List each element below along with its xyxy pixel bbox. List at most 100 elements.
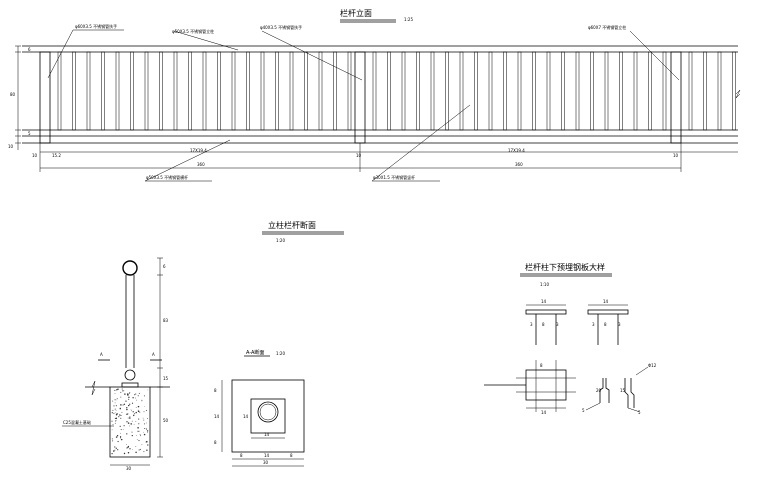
anchor-leader xyxy=(635,366,649,376)
concrete-speck xyxy=(137,409,139,411)
concrete-speck xyxy=(136,435,137,437)
concrete-speck xyxy=(131,434,133,437)
baluster xyxy=(445,51,449,131)
concrete-speck xyxy=(120,438,123,441)
concrete-speck xyxy=(126,421,128,423)
baluster xyxy=(703,51,707,131)
plate-plan xyxy=(525,369,567,401)
concrete-speck xyxy=(120,417,122,419)
aa-left-dim: 8 xyxy=(214,388,217,393)
bent-anchor-left xyxy=(599,378,610,403)
concrete-speck xyxy=(135,411,137,414)
break-symbol xyxy=(91,380,96,396)
concrete-speck xyxy=(143,411,145,413)
plate-scale: 1:10 xyxy=(540,282,549,287)
dim-row1-label: 10 xyxy=(356,153,362,158)
concrete-speck xyxy=(129,448,131,450)
concrete-speck xyxy=(111,438,113,440)
concrete-speck xyxy=(114,408,116,410)
concrete-speck xyxy=(134,413,136,414)
right-dim-label: 15 xyxy=(163,376,169,381)
concrete-speck xyxy=(135,407,137,408)
concrete-speck xyxy=(120,404,122,406)
concrete-speck xyxy=(130,409,132,411)
baluster xyxy=(173,51,178,131)
aa-section: A-A断面 1:20 8 14 8 14 14 8 14 8 30 xyxy=(214,349,305,467)
dim-row2-label: 360 xyxy=(197,162,205,167)
baluster xyxy=(57,51,62,131)
concrete-speck xyxy=(126,447,128,449)
dim-row1-label: 10 xyxy=(32,153,38,158)
s-leader xyxy=(585,402,601,411)
concrete-speck xyxy=(129,425,131,427)
concrete-speck xyxy=(111,429,113,431)
concrete-speck xyxy=(119,436,122,438)
concrete-speck xyxy=(123,452,126,455)
concrete-speck xyxy=(114,402,116,404)
callout-bottom-right: φ30X1.5 不锈钢管竖杆 xyxy=(373,174,415,180)
concrete-speck xyxy=(122,404,124,406)
concrete-speck xyxy=(131,431,133,433)
concrete-speck xyxy=(127,417,129,419)
aa-post-circle xyxy=(257,401,279,423)
baluster xyxy=(717,51,722,131)
concrete-speck xyxy=(127,422,130,424)
section-title: 立柱栏杆断面 xyxy=(268,220,316,230)
post-section: 立柱栏杆断面 1:20 A A 6 83 15 50 30 xyxy=(62,220,344,471)
concrete-speck xyxy=(138,449,140,451)
baluster xyxy=(387,51,391,131)
concrete-speck xyxy=(111,420,113,422)
concrete-speck xyxy=(120,396,122,398)
concrete-speck xyxy=(114,418,116,419)
left-dim-label: 80 xyxy=(10,92,16,97)
concrete-speck xyxy=(132,448,133,450)
concrete-speck xyxy=(122,390,124,392)
concrete-speck xyxy=(126,433,128,435)
plate-mid-label: 8 xyxy=(540,363,543,368)
baluster xyxy=(202,51,207,131)
concrete-speck xyxy=(127,452,130,454)
concrete-speck xyxy=(126,407,128,409)
leader-line xyxy=(144,139,231,182)
concrete-speck xyxy=(139,434,141,436)
concrete-speck xyxy=(116,435,119,437)
concrete-speck xyxy=(143,406,145,407)
concrete-speck xyxy=(117,449,119,451)
aa-bottom-dim: 8 xyxy=(290,453,293,458)
bolt-dim: 20 xyxy=(596,388,602,393)
bent-anchor-right xyxy=(624,378,635,408)
concrete-speck xyxy=(117,440,119,443)
aa-title: A-A断面 xyxy=(246,349,264,356)
concrete-speck xyxy=(112,409,114,411)
section-scale: 1:20 xyxy=(276,238,285,243)
concrete-speck xyxy=(120,432,121,434)
handrail-circle xyxy=(122,260,138,276)
concrete-speck xyxy=(131,402,134,404)
concrete-speck xyxy=(112,440,114,442)
baluster xyxy=(115,51,120,131)
concrete-speck xyxy=(113,412,115,414)
concrete-speck xyxy=(146,430,149,432)
dim-row2-label: 360 xyxy=(515,162,523,167)
concrete-speck xyxy=(115,405,117,407)
bottom-dim-label: 30 xyxy=(126,466,132,471)
concrete-speck xyxy=(114,421,116,423)
baluster xyxy=(590,51,594,131)
concrete-speck xyxy=(123,390,125,392)
concrete-speck xyxy=(144,428,146,429)
baluster xyxy=(604,51,609,131)
concrete-speck xyxy=(129,416,131,418)
baluster xyxy=(546,51,551,131)
baluster xyxy=(130,51,134,131)
callout-top-left: φ60X3.5 不锈钢管扶手 xyxy=(75,23,117,29)
s-label: 5 xyxy=(582,408,585,413)
concrete-speck xyxy=(115,420,117,422)
concrete-speck xyxy=(116,389,118,391)
aa-left-dim: 8 xyxy=(214,440,217,445)
concrete-speck xyxy=(132,397,134,399)
concrete-speck xyxy=(143,433,146,436)
concrete-speck xyxy=(138,440,140,442)
baluster xyxy=(372,51,377,131)
concrete-speck xyxy=(128,398,130,400)
baluster-group xyxy=(57,51,736,131)
